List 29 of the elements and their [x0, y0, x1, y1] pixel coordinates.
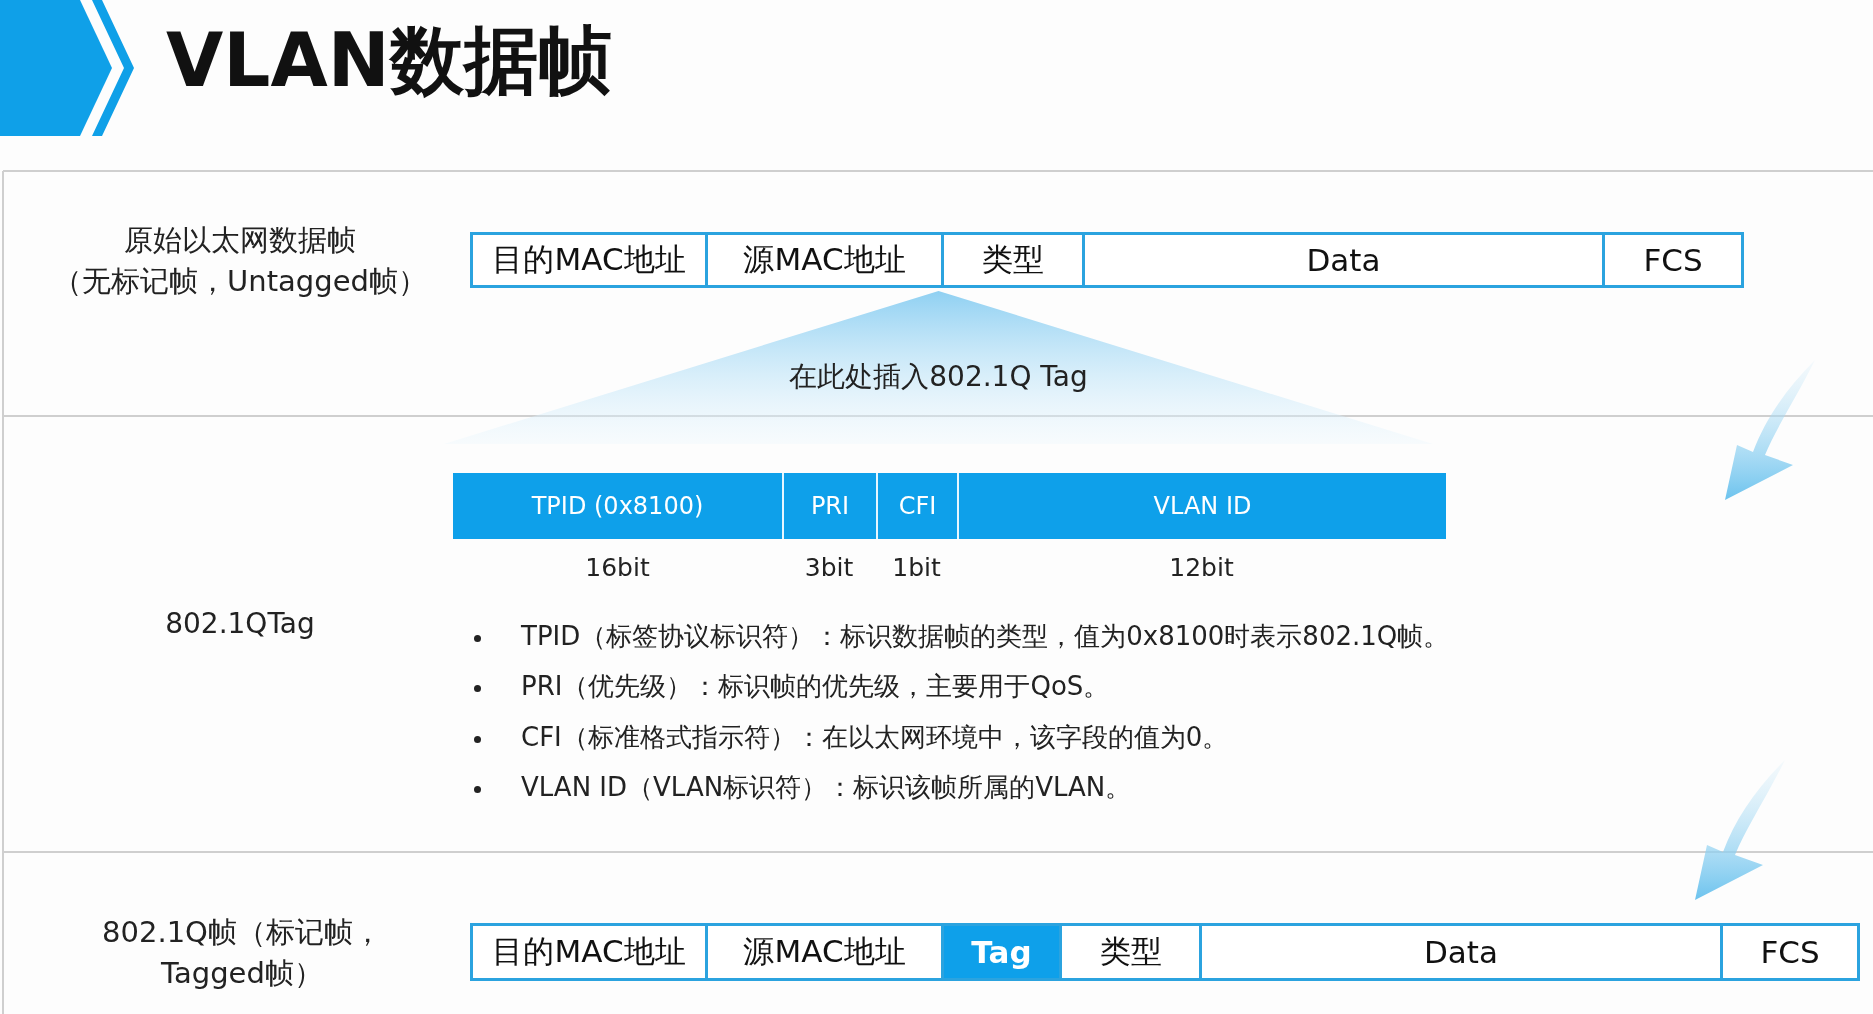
bullet-text: TPID（标签协议标识符）：标识数据帧的类型，值为0x8100时表示802.1Q帧。: [521, 620, 1450, 653]
frame-field: 源MAC地址: [705, 232, 944, 288]
frame-field: FCS: [1720, 923, 1860, 981]
frame-field: 类型: [1059, 923, 1202, 981]
field-width: 16bit: [584, 553, 651, 582]
bullet-text: PRI（优先级）：标识帧的优先级，主要用于QoS。: [521, 670, 1110, 703]
tag-field: TPID (0x8100): [453, 473, 782, 539]
frame-field: 目的MAC地址: [470, 232, 708, 288]
tag-field: CFI: [876, 473, 957, 539]
slide-title: VLAN数据帧: [166, 16, 612, 105]
row-label: 802.1QTag: [164, 606, 316, 642]
bullet-text: VLAN ID（VLAN标识符）：标识该帧所属的VLAN。: [521, 771, 1132, 804]
insert-triangle: [444, 291, 1433, 444]
field-width: 1bit: [891, 553, 942, 582]
insert-note: 在此处插入802.1Q Tag: [789, 359, 1088, 395]
frame-field: 类型: [941, 232, 1085, 288]
row-label: 802.1Q帧（标记帧，Tagged帧）: [101, 914, 383, 992]
bullet-text: CFI（标准格式指示符）：在以太网环境中，该字段的值为0。: [521, 721, 1229, 754]
frame-field: Data: [1082, 232, 1605, 288]
frame-field: Data: [1199, 923, 1723, 981]
frame-field: 目的MAC地址: [470, 923, 708, 981]
field-width: 3bit: [803, 553, 855, 582]
field-width: 12bit: [1168, 553, 1235, 582]
frame-field: 源MAC地址: [705, 923, 944, 981]
row-label: 原始以太网数据帧（无标记帧，Untagged帧）: [52, 222, 428, 300]
tag-field: VLAN ID: [957, 473, 1446, 539]
frame-field: FCS: [1602, 232, 1744, 288]
tag-field: PRI: [782, 473, 876, 539]
frame-field: Tag: [941, 923, 1062, 981]
